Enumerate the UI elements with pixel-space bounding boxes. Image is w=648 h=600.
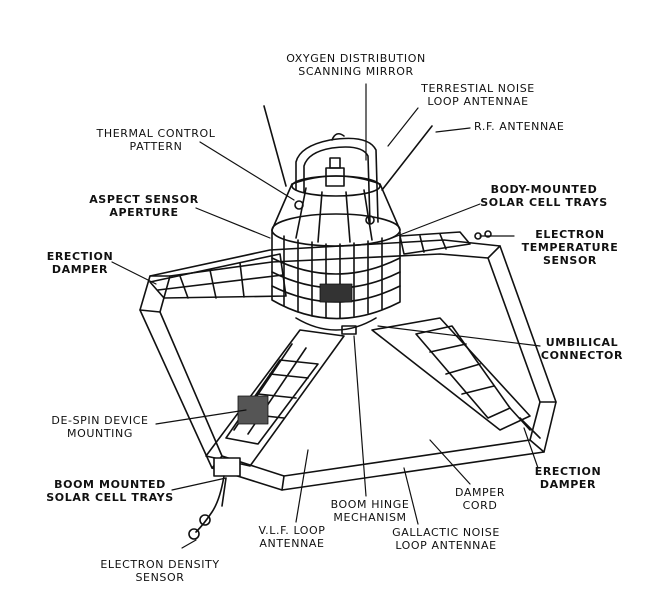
- label-line: SENSOR: [542, 254, 597, 267]
- label-line: LOOP ANTENNAE: [395, 539, 497, 552]
- label-line: CONNECTOR: [540, 349, 624, 362]
- label-line: SOLAR CELL TRAYS: [480, 196, 608, 209]
- label-line: BOOM HINGE: [330, 498, 410, 511]
- label-terrestial-noise-loop-antennae: TERRESTIAL NOISE LOOP ANTENNAE: [421, 82, 535, 108]
- hub-body: [271, 213, 401, 331]
- label-line: ERECTION: [534, 465, 602, 478]
- label-line: TERRESTIAL NOISE: [421, 82, 535, 95]
- loop-antennae: [295, 132, 379, 225]
- hub-top: [271, 157, 401, 243]
- label-line: DAMPER: [454, 486, 506, 499]
- umbilical-connector: [341, 325, 357, 335]
- label-line: ELECTRON: [535, 228, 605, 241]
- label-line: MOUNTING: [67, 427, 133, 440]
- label-damper-cord: DAMPER CORD: [455, 486, 505, 512]
- label-line: ELECTRON DENSITY: [100, 558, 220, 571]
- boom-left: [149, 253, 287, 299]
- label-line: ANTENNAE: [259, 537, 325, 550]
- label-boom-mounted-solar-cell-trays: BOOM MOUNTED SOLAR CELL TRAYS: [46, 478, 173, 504]
- label-galactic-noise-loop-antennae: GALLACTIC NOISE LOOP ANTENNAE: [392, 526, 500, 552]
- label-erection-damper-left: ERECTION DAMPER: [47, 250, 114, 276]
- label-line: MECHANISM: [333, 511, 407, 524]
- label-line: UMBILICAL: [545, 336, 619, 349]
- label-line: ASPECT SENSOR: [89, 193, 199, 206]
- label-electron-density-sensor: ELECTRON DENSITY SENSOR: [100, 558, 219, 584]
- label-line: SCANNING MIRROR: [298, 65, 414, 78]
- label-line: TEMPERATURE: [521, 241, 619, 254]
- label-line: DE-SPIN DEVICE: [51, 414, 149, 427]
- label-line: BODY-MOUNTED: [490, 183, 598, 196]
- label-line: LOOP ANTENNAE: [427, 95, 529, 108]
- label-umbilical-connector: UMBILICAL CONNECTOR: [541, 336, 623, 362]
- label-vlf-loop-antennae: V.L.F. LOOP ANTENNAE: [258, 524, 325, 550]
- label-line: SOLAR CELL TRAYS: [46, 491, 174, 504]
- boom-lower-right: [371, 317, 541, 439]
- label-line: DAMPER: [51, 263, 109, 276]
- label-line: OXYGEN DISTRIBUTION: [286, 52, 426, 65]
- label-erection-damper-right: ERECTION DAMPER: [535, 465, 602, 491]
- rf-antennae: [263, 105, 433, 191]
- label-line: V.L.F. LOOP: [258, 524, 326, 537]
- label-line: CORD: [462, 499, 498, 512]
- electron-density-cable: [188, 475, 227, 540]
- label-despin-device-mounting: DE-SPIN DEVICE MOUNTING: [51, 414, 148, 440]
- label-line: BOOM MOUNTED: [54, 478, 166, 491]
- loop-antenna-frame: [139, 239, 557, 491]
- label-line: GALLACTIC NOISE: [392, 526, 500, 539]
- label-body-mounted-solar-cell-trays: BODY-MOUNTED SOLAR CELL TRAYS: [480, 183, 607, 209]
- label-line: THERMAL CONTROL: [96, 127, 216, 140]
- leader-lines: [111, 83, 541, 549]
- label-line: APERTURE: [109, 206, 179, 219]
- label-line: ERECTION: [46, 250, 114, 263]
- label-line: PATTERN: [129, 140, 183, 153]
- label-thermal-control-pattern: THERMAL CONTROL PATTERN: [97, 127, 216, 153]
- label-line: DAMPER: [539, 478, 597, 491]
- label-rf-antennae: R.F. ANTENNAE: [474, 120, 564, 133]
- label-electron-temperature-sensor: ELECTRON TEMPERATURE SENSOR: [522, 228, 619, 267]
- label-line: SENSOR: [135, 571, 185, 584]
- label-oxygen-distribution-scanning-mirror: OXYGEN DISTRIBUTION SCANNING MIRROR: [286, 52, 426, 78]
- boom-lower-left: [205, 329, 345, 477]
- label-boom-hinge-mechanism: BOOM HINGE MECHANISM: [331, 498, 410, 524]
- label-aspect-sensor-aperture: ASPECT SENSOR APERTURE: [89, 193, 199, 219]
- label-line: R.F. ANTENNAE: [474, 120, 565, 133]
